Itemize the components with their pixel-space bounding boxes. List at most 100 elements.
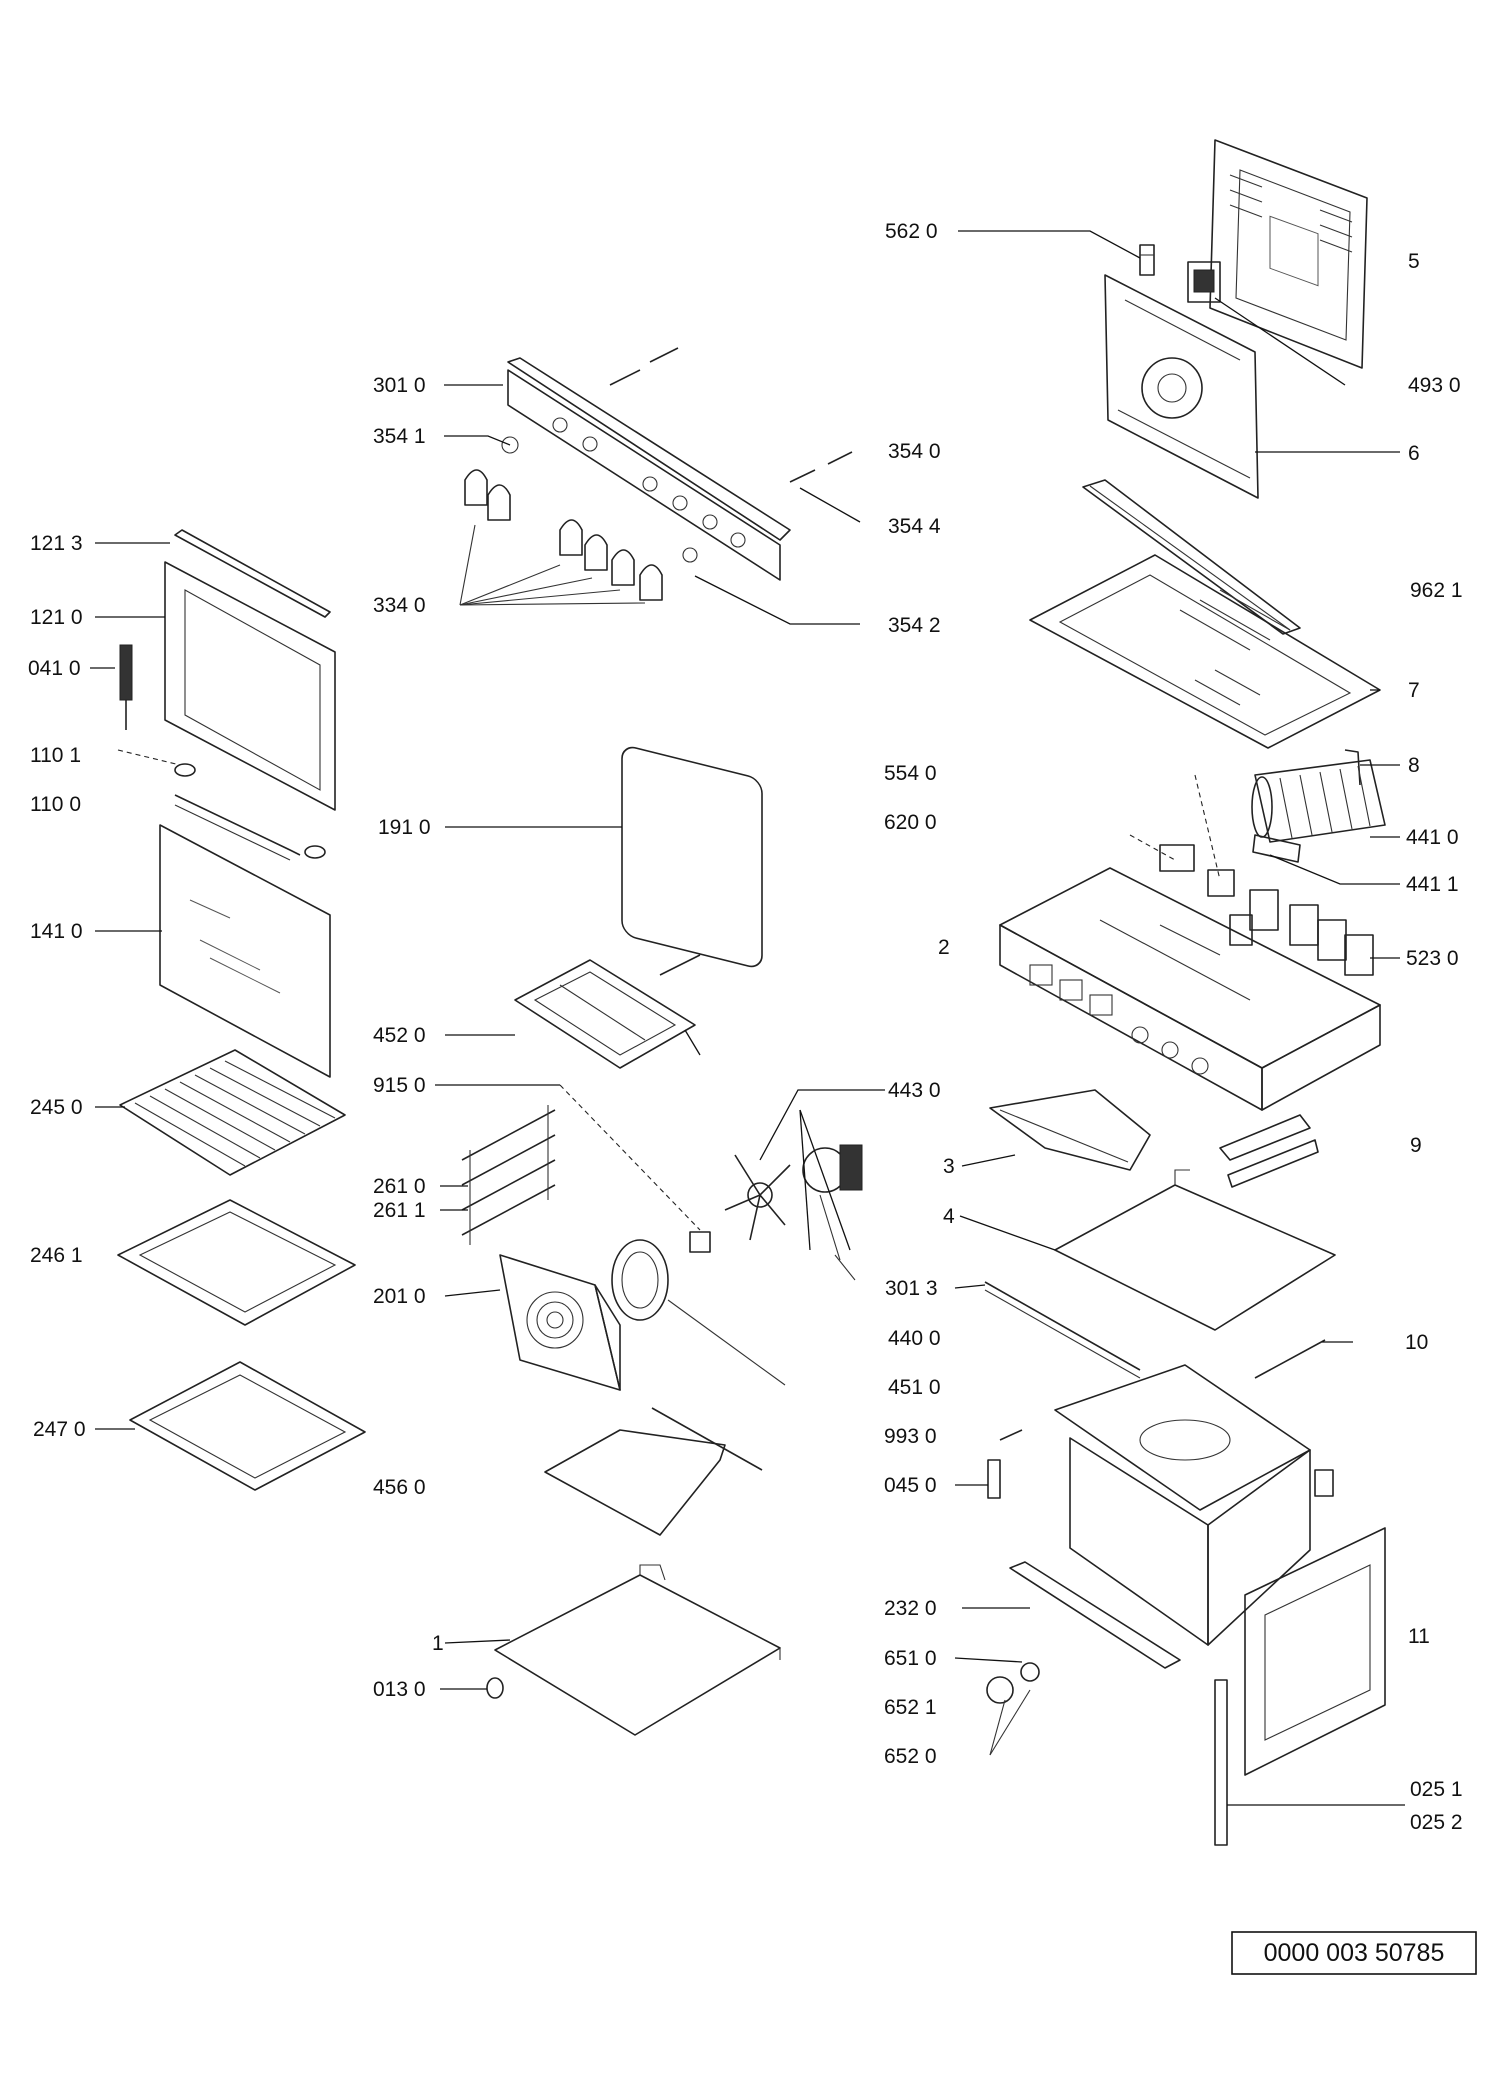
label-1100: 110 0 [30,793,81,816]
label-6520: 652 0 [884,1745,937,1768]
part-control-panel [507,357,791,581]
label-2320: 232 0 [884,1597,937,1620]
part-oven-seal [621,746,763,968]
label-9621: 962 1 [1410,579,1463,602]
label-11: 11 [1408,1625,1430,1648]
label-2461: 246 1 [30,1244,83,1267]
label-4: 4 [943,1205,955,1228]
label-6521: 652 1 [884,1696,937,1719]
label-5540: 554 0 [884,762,937,785]
part-top-tray [1029,554,1381,749]
label-2470: 247 0 [33,1418,86,1441]
label-6510: 651 0 [884,1647,937,1670]
part-hinge [987,1459,1001,1499]
part-rear-panel [1209,139,1368,369]
label-3540: 354 0 [888,440,941,463]
label-7: 7 [1408,679,1420,702]
label-1210: 121 0 [30,606,83,629]
part-rod-3013 [984,1281,1141,1379]
part-back-frame [1104,274,1259,499]
reference-number: 0000 003 50785 [1264,1939,1445,1967]
label-2010: 201 0 [373,1285,426,1308]
part-side-panel [1244,1527,1386,1776]
label-2: 2 [938,936,950,959]
part-wire-rack [119,1049,346,1176]
label-10: 10 [1405,1331,1428,1354]
part-bracket-strip [1219,1114,1319,1188]
label-1: 1 [432,1632,444,1655]
part-side-strip [1214,1679,1228,1846]
label-5: 5 [1408,250,1420,273]
part-bottom-panel [494,1564,781,1736]
part-tray-4560 [544,1407,763,1536]
reference-number-box: 0000 003 50785 [1231,1931,1477,1975]
label-5230: 523 0 [1406,947,1459,970]
label-4930: 493 0 [1408,374,1461,397]
part-door-trim [174,529,331,618]
label-4560: 456 0 [373,1476,426,1499]
label-4410: 441 0 [1406,826,1459,849]
part-switches [1229,889,1374,976]
label-5620: 562 0 [885,220,938,243]
part-heating-element [514,954,701,1069]
part-fan-bracket [1252,834,1301,863]
part-bar-10 [1254,1339,1326,1379]
label-1910: 191 0 [378,816,431,839]
label-3544: 354 4 [888,515,941,538]
label-0450: 045 0 [884,1474,937,1497]
leader-lines [90,230,1405,1806]
label-3542: 354 2 [888,614,941,637]
part-transformer [1187,261,1221,303]
part-door-handle [117,749,326,861]
part-mid-tray [989,1089,1151,1171]
part-fan-cover [499,1254,621,1391]
label-4430: 443 0 [888,1079,941,1102]
label-3340: 334 0 [373,594,426,617]
part-bottom-rail [1009,1561,1181,1669]
label-9150: 915 0 [373,1074,426,1097]
part-knobs [986,1662,1040,1756]
part-seal-strip [1082,479,1301,635]
label-1213: 121 3 [30,532,83,555]
part-control-knobs [459,469,663,606]
label-9930: 993 0 [884,1425,937,1448]
label-0130: 013 0 [373,1678,426,1701]
part-shelf-runners [461,1105,556,1245]
label-1101: 110 1 [30,744,81,767]
part-bracket-5620 [1139,244,1155,276]
label-6: 6 [1408,442,1420,465]
part-tangential-fan [1251,759,1386,843]
label-3013: 301 3 [885,1277,938,1300]
label-9: 9 [1410,1134,1422,1157]
leader-9150-dashed [559,1084,701,1231]
part-door-glass [159,824,331,1078]
label-4510: 451 0 [888,1376,941,1399]
label-3: 3 [943,1155,955,1178]
label-4520: 452 0 [373,1024,426,1047]
label-2450: 245 0 [30,1096,83,1119]
part-fan-ring [611,1239,786,1386]
part-insulation-panel [1054,1169,1336,1331]
part-number-labels: 562 0 5 493 0 301 0 354 1 354 0 354 4 6 … [28,220,1463,1834]
label-0251: 025 1 [1410,1778,1463,1801]
label-1410: 141 0 [30,920,83,943]
label-0252: 025 2 [1410,1811,1463,1834]
part-tray-2470 [129,1361,366,1491]
label-2611: 261 1 [373,1199,426,1222]
part-door-frame [164,561,336,811]
part-control-chassis [999,867,1381,1111]
label-3541: 354 1 [373,425,426,448]
label-4400: 440 0 [888,1327,941,1350]
part-oven-cavity [1054,1364,1334,1646]
label-6200: 620 0 [884,811,937,834]
label-3010: 301 0 [373,374,426,397]
part-spindles [501,347,853,483]
part-door-hinge [119,644,133,730]
label-8: 8 [1408,754,1420,777]
part-tray-2461 [117,1199,356,1326]
part-fan-motor [689,1144,863,1281]
label-4411: 441 1 [1406,873,1459,896]
label-2610: 261 0 [373,1175,426,1198]
part-terminal-blocks [1129,774,1235,897]
